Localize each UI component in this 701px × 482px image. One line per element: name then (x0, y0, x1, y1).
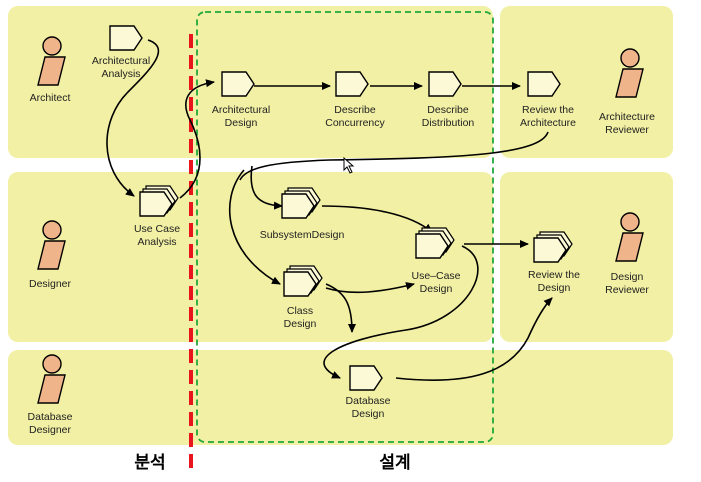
architect-label: Architect (30, 92, 71, 104)
phase-design-label: 설계 (379, 453, 410, 473)
subsystem-design-label: SubsystemDesign (260, 229, 345, 241)
lane-designer (8, 172, 493, 342)
architectural-analysis-label-1: Architectural (92, 55, 150, 67)
review-design-label-1: Review the (528, 269, 580, 281)
review-design-label-2: Design (538, 282, 571, 294)
use-case-design-label-2: Design (420, 283, 453, 295)
class-design-label-1: Class (287, 305, 313, 317)
arrow-usecase-to-dbdesign (323, 245, 479, 379)
describe-distribution-label-1: Describe (427, 104, 469, 116)
mouse-cursor-icon (343, 156, 355, 174)
database-design-label-1: Database (346, 395, 391, 407)
actor-design-reviewer: Design Reviewer (605, 212, 649, 296)
activity-use-case-design: Use–Case Design (411, 227, 461, 295)
describe-distribution-label-2: Distribution (422, 117, 475, 129)
actor-designer: Designer (29, 220, 72, 290)
describe-concurrency-label-2: Concurrency (325, 117, 385, 129)
describe-concurrency-label-1: Describe (334, 104, 376, 116)
activity-database-design: Database Design (346, 365, 391, 420)
activity-describe-concurrency: Describe Concurrency (325, 71, 386, 129)
architectural-design-icon (221, 71, 255, 97)
arrow-analysis-to-usecase (106, 39, 160, 197)
activity-describe-distribution: Describe Distribution (422, 71, 475, 129)
arrow-dbdesign-to-reviewdesign (395, 297, 553, 381)
use-case-analysis-label-1: Use Case (134, 223, 180, 235)
architecture-reviewer-label-2: Reviewer (605, 124, 649, 136)
review-architecture-icon (527, 71, 561, 97)
describe-distribution-icon (428, 71, 462, 97)
design-phase-box (196, 11, 494, 443)
designer-label: Designer (29, 278, 72, 290)
use-case-design-label-1: Use–Case (411, 270, 460, 282)
architecture-reviewer-label-1: Architecture (599, 111, 655, 123)
architectural-analysis-icon (109, 25, 143, 51)
architectural-design-label-2: Design (225, 117, 258, 129)
activity-use-case-analysis: Use Case Analysis (134, 185, 180, 248)
activity-architectural-design: Architectural Design (212, 71, 270, 129)
database-designer-label-2: Designer (29, 424, 72, 436)
arrow-review-to-design-fork (239, 131, 549, 181)
arrow-class-to-usecase (325, 282, 415, 294)
activity-class-design: Class Design (283, 265, 323, 330)
activity-architectural-analysis: Architectural Analysis (92, 25, 150, 80)
phase-analysis-label: 분석 (134, 453, 165, 473)
actor-database-designer: Database Designer (28, 354, 73, 436)
swimlanes (8, 6, 673, 445)
arrow-usecase-to-archdesign (179, 79, 215, 199)
design-reviewer-label-1: Design (611, 271, 644, 283)
design-reviewer-label-2: Reviewer (605, 284, 649, 296)
arrow-subsystem-to-usecase (321, 205, 433, 233)
use-case-analysis-label-2: Analysis (137, 236, 176, 248)
lane-architecture-reviewer (500, 6, 673, 158)
actor-architecture-reviewer: Architecture Reviewer (599, 48, 655, 136)
activity-subsystem-design: SubsystemDesign (260, 187, 345, 241)
arrow-fork-to-subsystem (250, 165, 283, 210)
database-designer-label-1: Database (28, 411, 73, 423)
actor-architect: Architect (30, 36, 71, 104)
review-architecture-label-2: Architecture (520, 117, 576, 129)
activity-review-design: Review the Design (528, 231, 580, 294)
architectural-analysis-label-2: Analysis (101, 68, 140, 80)
review-architecture-label-1: Review the (522, 104, 574, 116)
database-design-icon (349, 365, 383, 391)
lane-design-reviewer (500, 172, 673, 342)
class-design-label-2: Design (284, 318, 317, 330)
connectors (106, 39, 553, 381)
describe-concurrency-icon (335, 71, 369, 97)
architectural-design-label-1: Architectural (212, 104, 270, 116)
lane-database-designer (8, 350, 673, 445)
arrow-class-to-dbdesign-branch (325, 283, 356, 333)
arrow-fork-to-class (228, 169, 281, 285)
activity-review-architecture: Review the Architecture (520, 71, 576, 129)
database-design-label-2: Design (352, 408, 385, 420)
